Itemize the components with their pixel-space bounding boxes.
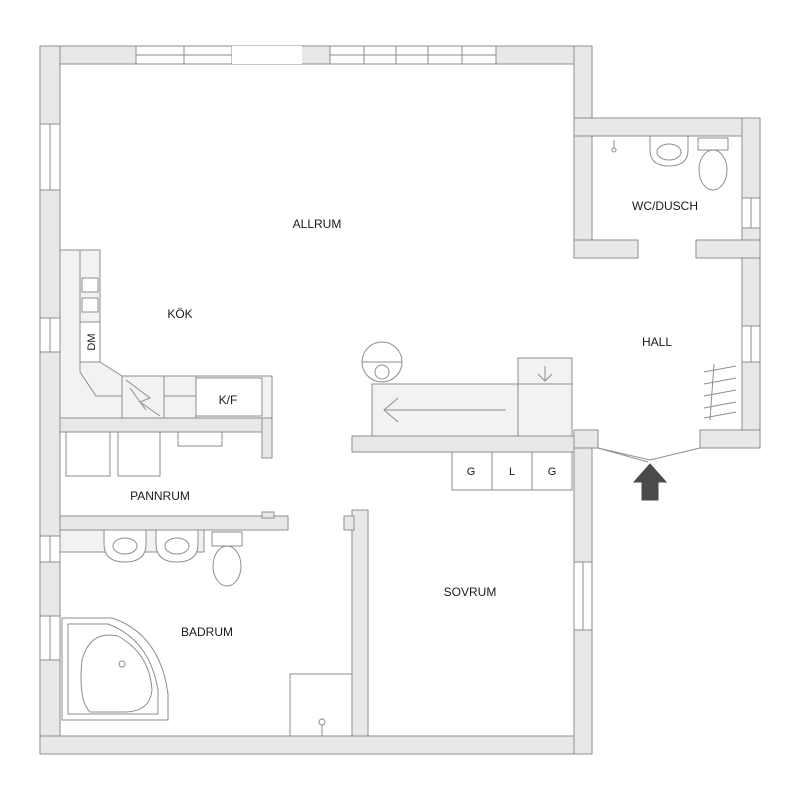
kf-label: K/F xyxy=(219,393,238,407)
room-label-kok: KÖK xyxy=(167,307,192,321)
room-label-wc-dusch: WC/DUSCH xyxy=(632,199,698,213)
hall-shelf xyxy=(703,363,737,421)
dm-label: DM xyxy=(86,333,98,350)
closet-mid-label: L xyxy=(509,466,515,478)
closets xyxy=(451,451,573,491)
round-stove xyxy=(361,341,403,383)
windows xyxy=(39,45,761,661)
stairs xyxy=(371,357,573,437)
closet-left-label: G xyxy=(467,466,476,478)
wc-fixtures xyxy=(611,135,729,191)
pannrum-equipment xyxy=(65,431,223,477)
room-label-sovrum: SOVRUM xyxy=(444,585,497,599)
room-label-hall: HALL xyxy=(642,335,672,349)
closet-right-label: G xyxy=(548,466,557,478)
room-label-badrum: BADRUM xyxy=(181,625,233,639)
room-label-pannrum: PANNRUM xyxy=(130,489,190,503)
kitchen-counter xyxy=(59,249,273,419)
interior-walls xyxy=(59,375,575,737)
entrance-arrow-icon xyxy=(632,463,668,501)
room-label-allrum: ALLRUM xyxy=(293,217,342,231)
badrum-fixtures xyxy=(59,529,353,737)
